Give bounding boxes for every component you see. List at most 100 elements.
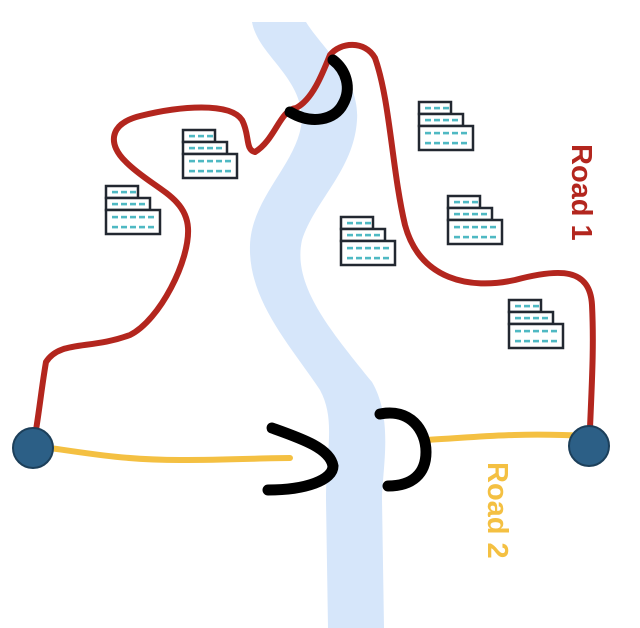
bridge-south-west [262, 422, 339, 496]
building-window [524, 304, 530, 308]
building-window [356, 221, 362, 225]
endpoint-node-east [568, 425, 610, 467]
building-window [139, 225, 145, 229]
building-window [112, 190, 118, 194]
building-icon [181, 128, 239, 180]
building-window [383, 256, 389, 260]
building-window [139, 202, 145, 206]
building-window [443, 106, 449, 110]
building-window [434, 118, 440, 122]
building-window [490, 235, 496, 239]
building-tier [507, 322, 565, 350]
building-window [112, 225, 118, 229]
building-window [461, 141, 467, 145]
building-window [434, 106, 440, 110]
building-window [216, 146, 222, 150]
building-window [365, 256, 371, 260]
building-icon [446, 194, 504, 246]
building-window [490, 225, 496, 229]
road-2-west-segment [33, 443, 293, 464]
building-tier [104, 208, 162, 236]
building-window [524, 329, 530, 333]
building-window [454, 200, 460, 204]
building-window [130, 202, 136, 206]
building-window [454, 225, 460, 229]
building-window [425, 141, 431, 145]
building-icon [507, 298, 565, 350]
building-window [463, 225, 469, 229]
building-tier [339, 239, 397, 267]
building-window [434, 131, 440, 135]
building-window [434, 141, 440, 145]
building-window [472, 212, 478, 216]
building-window [524, 316, 530, 320]
building-window [216, 169, 222, 173]
building-window [198, 169, 204, 173]
building-window [515, 329, 521, 333]
building-window [461, 131, 467, 135]
building-window [189, 169, 195, 173]
building-window [472, 200, 478, 204]
building-window [425, 106, 431, 110]
building-window [198, 146, 204, 150]
building-tier [417, 124, 475, 152]
building-window [463, 200, 469, 204]
building-window [515, 316, 521, 320]
building-window [356, 246, 362, 250]
road-2-label: Road 2 [481, 462, 513, 559]
building-window [452, 118, 458, 122]
building-window [374, 233, 380, 237]
building-window [452, 131, 458, 135]
building-window [383, 246, 389, 250]
building-icon [104, 184, 162, 236]
building-window [225, 159, 231, 163]
endpoint-node-west [12, 427, 54, 469]
bridge-north [284, 54, 353, 125]
building-window [542, 339, 548, 343]
building-tier [181, 152, 239, 180]
building-window [515, 339, 521, 343]
building-window [347, 256, 353, 260]
building-window [533, 339, 539, 343]
building-window [207, 146, 213, 150]
building-window [365, 221, 371, 225]
building-window [542, 329, 548, 333]
building-window [472, 235, 478, 239]
building-window [112, 202, 118, 206]
building-window [425, 118, 431, 122]
building-window [533, 304, 539, 308]
building-window [443, 141, 449, 145]
building-window [189, 159, 195, 163]
building-window [481, 225, 487, 229]
building-window [374, 246, 380, 250]
building-window [533, 316, 539, 320]
building-window [121, 202, 127, 206]
building-window [374, 256, 380, 260]
building-window [130, 225, 136, 229]
building-window [463, 235, 469, 239]
building-window [207, 159, 213, 163]
building-window [207, 134, 213, 138]
building-window [443, 131, 449, 135]
building-window [454, 235, 460, 239]
building-window [216, 159, 222, 163]
building-window [463, 212, 469, 216]
building-window [551, 329, 557, 333]
building-window [139, 215, 145, 219]
building-window [481, 212, 487, 216]
building-window [347, 221, 353, 225]
building-window [112, 215, 118, 219]
building-window [198, 134, 204, 138]
building-window [472, 225, 478, 229]
building-tier [446, 218, 504, 246]
river [249, 22, 386, 628]
building-window [481, 235, 487, 239]
building-window [225, 169, 231, 173]
building-window [347, 233, 353, 237]
building-window [130, 215, 136, 219]
building-icon [417, 100, 475, 152]
building-icon [339, 215, 397, 267]
bridge-south-east [374, 407, 432, 492]
building-window [189, 134, 195, 138]
building-window [365, 233, 371, 237]
